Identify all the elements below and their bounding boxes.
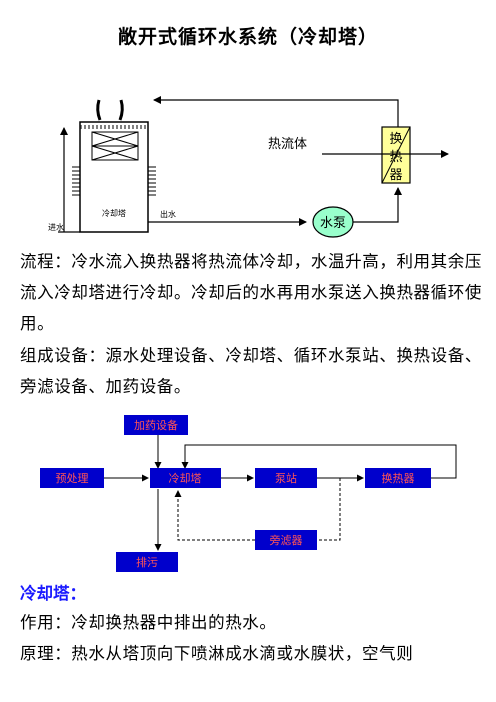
tower-label: 冷却塔 [102, 208, 126, 218]
pump-station-box [255, 468, 317, 488]
inlet-label: 进水 [48, 222, 64, 232]
bypass-filter-box [255, 530, 317, 550]
dosing-label: 加药设备 [134, 418, 178, 432]
flow-paragraph: 流程：冷水流入换热器将热流体冷却，水温升高，利用其余压流入冷却塔进行冷却。冷却后… [20, 252, 482, 333]
drain-box [116, 552, 178, 572]
page-title: 敞开式循环水系统（冷却塔） [117, 26, 378, 48]
outlet-label: 出水 [160, 209, 176, 219]
hot-fluid-label: 热流体 [268, 137, 307, 152]
pretreat-box [40, 468, 104, 488]
pump-label: 水泵 [320, 216, 346, 231]
tower-box-label: 冷却塔 [169, 472, 202, 485]
pretreat-label: 预处理 [56, 472, 89, 485]
principle-paragraph: 原理：热水从塔顶向下喷淋成水滴或水膜状，空气则 [20, 644, 414, 663]
tower-fan-right [118, 99, 124, 121]
equipment-flow-diagram: 加药设备 预处理 冷却塔 泵站 换热器 旁滤器 排污 [40, 415, 457, 572]
exchanger-box [365, 468, 431, 488]
purpose-paragraph: 作用：冷却换热器中排出的热水。 [20, 613, 277, 632]
tower-louvers-left [72, 166, 80, 196]
exchanger-box-label: 换热器 [382, 471, 415, 485]
tower-box [150, 468, 221, 488]
tower-louvers-right [148, 166, 156, 196]
drain-label: 排污 [136, 555, 158, 569]
equipment-paragraph: 组成设备：源水处理设备、冷却塔、循环水泵站、换热设备、旁滤设备、加药设备。 [20, 346, 482, 396]
dosing-box [124, 415, 188, 435]
exchanger-char-1: 换 [389, 132, 402, 147]
cooling-system-diagram: 冷却塔 进水 出水 水泵 换 热 器 热流体 [48, 96, 449, 238]
tower-fan-left [96, 99, 102, 121]
section-title: 冷却塔： [20, 584, 86, 603]
pump-station-label: 泵站 [275, 471, 297, 485]
exchanger-char-2: 热 [389, 150, 402, 165]
bypass-filter-label: 旁滤器 [270, 533, 303, 547]
tower-fill-pack [91, 131, 139, 161]
exchanger-char-3: 器 [389, 168, 402, 183]
cooling-tower-body [79, 121, 149, 233]
